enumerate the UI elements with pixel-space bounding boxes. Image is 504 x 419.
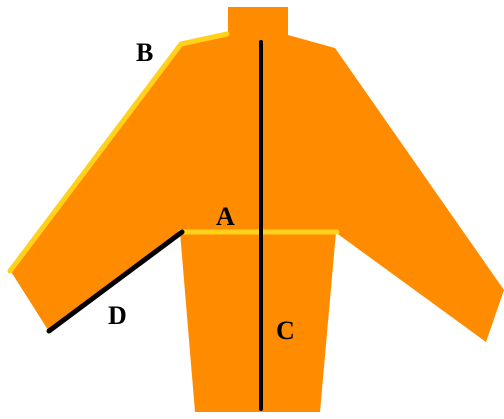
label-c: C [276,318,295,344]
label-a: A [216,204,235,230]
label-b: B [136,40,153,66]
label-d: D [108,303,127,329]
jacket-lower-body [180,232,336,412]
